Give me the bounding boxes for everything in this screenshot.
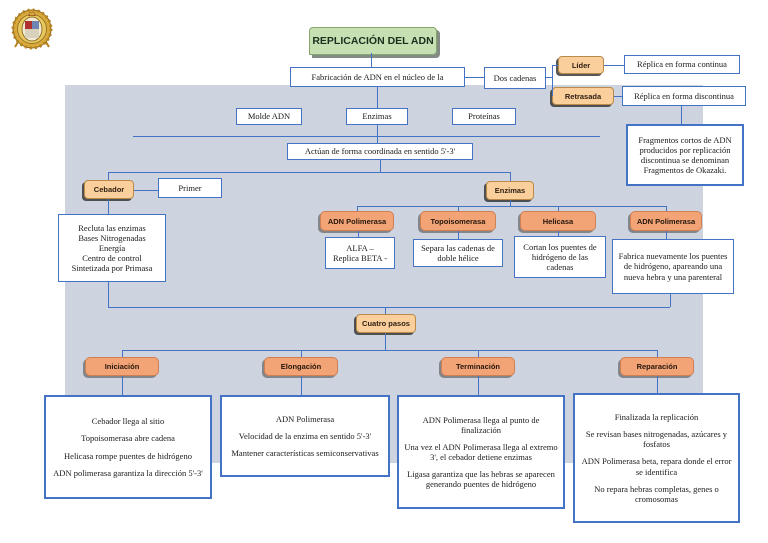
node-enzimas-branch: Enzimas (486, 181, 534, 200)
recluta-line: Sintetizada por Primasa (71, 263, 153, 274)
connector-line (546, 77, 553, 78)
node-retrasada: Retrasada (552, 87, 614, 105)
node-enzimas-top: Enzimas (346, 108, 408, 125)
connector-line (108, 307, 670, 308)
node-dos-cadenas: Dos cadenas (484, 67, 546, 89)
connector-line (458, 206, 459, 211)
connector-line (478, 350, 479, 357)
node-actuan: Actúan de forma coordinada en sentido 5'… (287, 143, 473, 160)
connector-line (122, 376, 123, 395)
connector-line (108, 172, 510, 173)
connector-line (681, 106, 682, 124)
detail-line: Mantener características semiconservativ… (231, 448, 379, 458)
connector-line (358, 231, 359, 237)
connector-line (377, 125, 378, 143)
node-reparacion: Reparación (620, 357, 694, 376)
connector-line (108, 172, 109, 180)
connector-line (670, 294, 671, 307)
node-cortan-puentes: Cortan los puentes de hidrógeno de las c… (514, 236, 606, 278)
connector-line (510, 200, 511, 206)
connector-line (558, 206, 559, 211)
connector-line (552, 65, 558, 66)
connector-line (357, 206, 666, 207)
alfa-line: ALFA – (346, 242, 374, 253)
node-recluta-list: Recluta las enzimas Bases Nitrogenadas E… (58, 214, 166, 282)
node-cebador: Cebador (84, 180, 134, 199)
detail-line: Velocidad de la enzima en sentido 5'-3' (238, 430, 372, 441)
connector-line (558, 231, 559, 236)
node-replica-discontinua: Réplica en forma discontinua (622, 86, 746, 106)
node-separa-cadenas: Separa las cadenas de doble hélice (413, 239, 503, 267)
detail-line: ADN polimerasa garantiza la dirección 5'… (53, 467, 203, 478)
detail-line: Topoisomerasa abre cadena (81, 433, 175, 444)
detail-line: Helicasa rompe puentes de hidrógeno (64, 450, 192, 461)
node-topoisomerasa: Topoisomerasa (420, 211, 496, 231)
detail-line: Una vez el ADN Polimerasa llega al extre… (404, 441, 558, 462)
connector-line (122, 350, 123, 357)
node-iniciacion: Iniciación (85, 357, 159, 376)
connector-line (510, 172, 511, 181)
node-replica-continua: Réplica en forma continua (624, 55, 740, 74)
detail-line: Ligasa garantiza que las hebras se apare… (407, 469, 555, 490)
node-helicasa: Helicasa (520, 211, 596, 231)
connector-line (657, 376, 658, 393)
detail-line: ADN Polimerasa (275, 413, 335, 424)
recluta-line: Recluta las enzimas (78, 222, 146, 233)
detail-line: ADN Polimerasa llega al punto de finaliz… (422, 414, 540, 435)
node-alfa-beta: ALFA – Replica BETA - (325, 237, 395, 269)
connector-line (122, 350, 657, 351)
detail-iniciacion: Cebador llega al sitio Topoisomerasa abr… (44, 395, 212, 499)
node-okazaki: Fragmentos cortos de ADN producidos por … (626, 124, 744, 186)
connector-line (133, 136, 600, 137)
node-fabricacion: Fabricación de ADN en el núcleo de la (290, 67, 465, 87)
connector-line (108, 199, 109, 214)
connector-line (614, 96, 622, 97)
node-adn-polimerasa-2: ADN Polimerasa (630, 211, 702, 231)
connector-line (552, 65, 553, 96)
detail-line: Cebador llega al sitio (91, 416, 165, 427)
detail-line: No repara hebras completas, genes o crom… (594, 483, 719, 504)
connector-line (604, 65, 624, 66)
detail-line: ADN Polimerasa beta, repara donde el err… (581, 456, 732, 477)
node-lider: Líder (558, 56, 604, 74)
node-fabrica-puentes: Fabrica nuevamente los puentes de hidróg… (612, 239, 734, 294)
connector-line (371, 53, 372, 67)
recluta-line: Energía (98, 242, 126, 253)
node-elongacion: Elongación (264, 357, 338, 376)
connector-line (657, 350, 658, 357)
node-molde-adn: Molde ADN (236, 108, 302, 125)
connector-line (357, 206, 358, 211)
recluta-line: Centro de control (82, 253, 142, 263)
detail-line: Se revisan bases nitrogenadas, azúcares … (585, 429, 728, 450)
connector-line (478, 376, 479, 395)
connector-line (377, 87, 378, 108)
detail-terminacion: ADN Polimerasa llega al punto de finaliz… (397, 395, 565, 509)
page-title: REPLICACIÓN DEL ADN (309, 27, 437, 55)
connector-line (301, 376, 302, 395)
node-terminacion: Terminación (441, 357, 515, 376)
recluta-line: Bases Nitrogenadas (78, 232, 146, 243)
detail-line: Finalizada la replicación (614, 412, 699, 423)
connector-line (134, 190, 158, 191)
node-adn-polimerasa-1: ADN Polimerasa (320, 211, 394, 231)
university-seal-logo (11, 8, 53, 50)
node-primer: Primer (158, 178, 222, 198)
connector-line (108, 282, 109, 307)
connector-line (385, 307, 386, 314)
connector-line (465, 77, 484, 78)
connector-line (385, 333, 386, 350)
node-proteinas: Proteínas (452, 108, 516, 125)
beta-line: Replica BETA - (332, 253, 388, 263)
connector-line (666, 231, 667, 239)
detail-reparacion: Finalizada la replicación Se revisan bas… (573, 393, 740, 523)
connector-line (380, 160, 381, 172)
detail-elongacion: ADN Polimerasa Velocidad de la enzima en… (220, 395, 390, 477)
node-cuatro-pasos: Cuatro pasos (356, 314, 416, 333)
connector-line (301, 350, 302, 357)
connector-line (666, 206, 667, 211)
connector-line (458, 231, 459, 239)
